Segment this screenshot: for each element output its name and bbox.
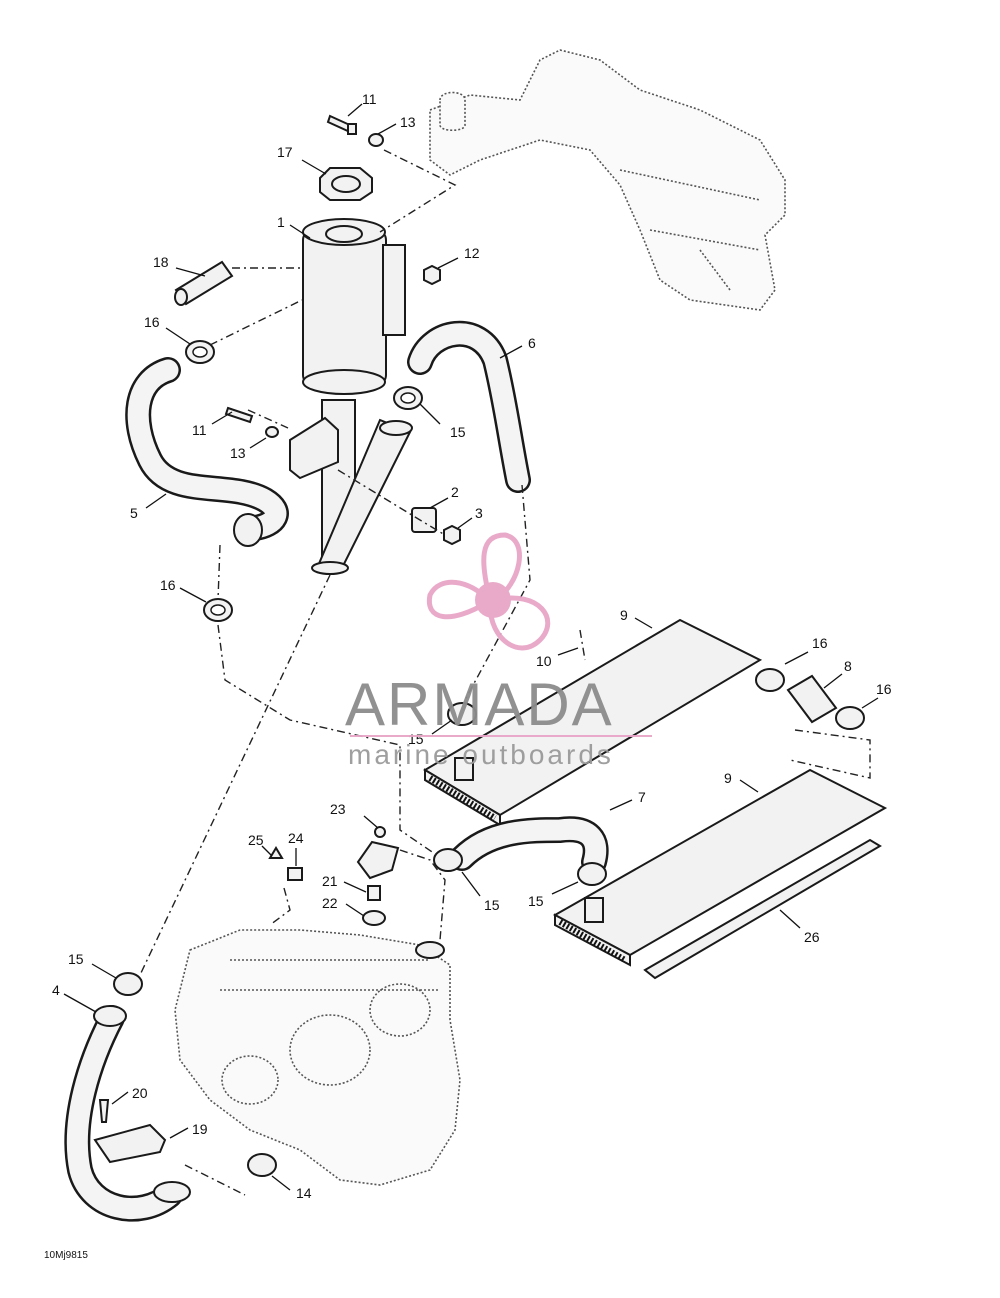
callout-16-right-a: 16 — [812, 635, 828, 651]
callout-16-mid: 16 — [160, 577, 176, 593]
reservoir-bracket — [224, 406, 339, 480]
callout-11-upper: 11 — [362, 91, 377, 107]
watermark-subtitle: marine outboards — [348, 739, 614, 770]
callout-13-upper: 13 — [400, 114, 416, 130]
clamp-15-lower-radiator — [577, 862, 607, 886]
nut-3 — [443, 524, 461, 546]
callout-8: 8 — [844, 658, 852, 674]
clamp-15-upper-radiator — [447, 702, 477, 726]
clamp-15-lower-left — [113, 972, 143, 996]
upper-bolt — [326, 114, 384, 147]
callout-12: 12 — [464, 245, 480, 261]
clamp-16-mid — [203, 598, 233, 622]
callout-11-mid: 11 — [192, 422, 207, 438]
callout-1: 1 — [277, 214, 285, 230]
callout-7: 7 — [638, 789, 646, 805]
callout-5: 5 — [130, 505, 138, 521]
callout-17: 17 — [277, 144, 293, 160]
watermark: ARMADA marine outboards — [345, 532, 652, 770]
callout-10: 10 — [536, 653, 552, 669]
callout-13-mid: 13 — [230, 445, 246, 461]
reservoir-outlet-pipe — [311, 399, 413, 575]
watermark-title: ARMADA — [345, 671, 614, 738]
coolant-reservoir — [302, 218, 406, 395]
callout-3: 3 — [475, 505, 483, 521]
hose-7 — [449, 816, 609, 875]
thermostat-housing — [268, 826, 400, 926]
callout-15-radiator-lower: 15 — [528, 893, 544, 909]
heat-exchanger-upper — [423, 618, 763, 827]
clamp-16-upper — [185, 340, 215, 364]
callout-22: 22 — [322, 895, 338, 911]
tank-outline — [429, 49, 786, 311]
hose-4 — [64, 1005, 191, 1222]
callout-9-lower: 9 — [724, 770, 732, 786]
hose-8 — [755, 668, 865, 730]
callout-16-right-b: 16 — [876, 681, 892, 697]
callout-2: 2 — [451, 484, 459, 500]
callout-20: 20 — [132, 1085, 148, 1101]
clamp-15-upper — [393, 386, 423, 410]
callout-21: 21 — [322, 873, 338, 889]
callout-6: 6 — [528, 335, 536, 351]
reservoir-cap — [319, 167, 373, 201]
bolt-20 — [98, 1099, 110, 1123]
bracket-19 — [93, 1123, 167, 1164]
overflow-tube — [174, 260, 234, 306]
callout-15-hose7: 15 — [484, 897, 500, 913]
callout-26: 26 — [804, 929, 820, 945]
callout-14: 14 — [296, 1185, 312, 1201]
assembly-paths — [139, 149, 871, 1196]
callout-16-upper: 16 — [144, 314, 160, 330]
rail-26 — [643, 838, 882, 980]
callout-25: 25 — [248, 832, 264, 848]
engine-block — [174, 929, 461, 1186]
nut-12 — [423, 264, 441, 286]
callout-24: 24 — [288, 830, 304, 846]
clip-2 — [411, 507, 437, 533]
callout-15-upper: 15 — [450, 424, 466, 440]
callout-15-lower-left: 15 — [68, 951, 84, 967]
callout-9-upper: 9 — [620, 607, 628, 623]
heat-exchanger-lower — [552, 768, 888, 967]
callout-19: 19 — [192, 1121, 208, 1137]
clamp-14 — [247, 1153, 277, 1177]
figure-code: 10Mj9815 — [44, 1250, 88, 1261]
clamp-15-hose7 — [433, 848, 463, 872]
callout-18: 18 — [153, 254, 169, 270]
leader-lines — [63, 103, 879, 1191]
hose-6 — [407, 321, 531, 493]
callout-23: 23 — [330, 801, 346, 817]
propeller-logo-icon — [426, 532, 551, 651]
hose-5 — [125, 357, 289, 547]
callouts: 11 13 17 1 12 18 16 6 15 11 13 2 3 5 16 … — [44, 91, 892, 1261]
callout-4: 4 — [52, 982, 60, 998]
